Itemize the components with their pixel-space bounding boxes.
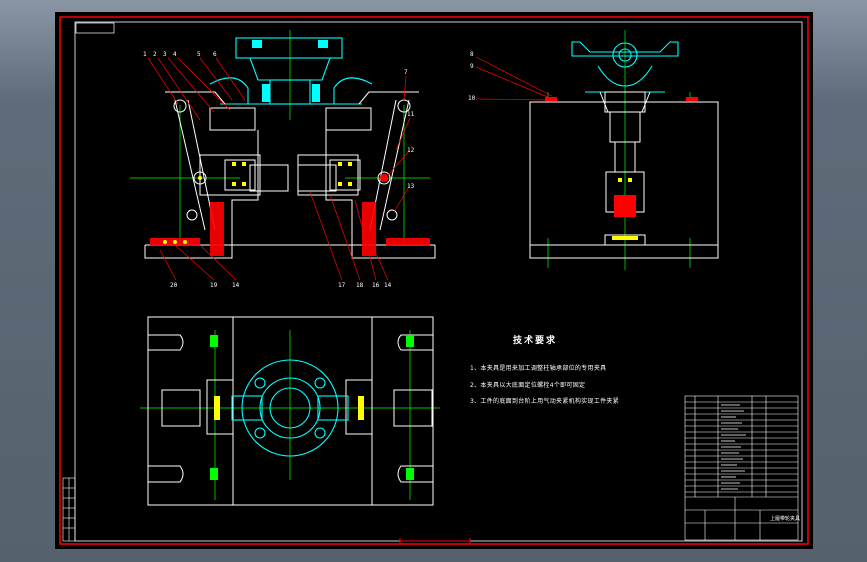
top-view <box>140 316 440 506</box>
svg-text:6: 6 <box>213 51 217 58</box>
svg-text:7: 7 <box>404 69 408 76</box>
bottom-scale-mark <box>399 538 471 544</box>
svg-text:5: 5 <box>197 51 201 58</box>
svg-text:12: 12 <box>407 147 415 154</box>
title-block-name: 上履带轮夹具 <box>770 515 800 522</box>
svg-text:10: 10 <box>468 95 476 102</box>
svg-text:1: 1 <box>143 51 147 58</box>
title-block-text-lines <box>721 404 746 490</box>
svg-text:4: 4 <box>173 51 177 58</box>
svg-text:3: 3 <box>163 51 167 58</box>
svg-text:16: 16 <box>372 282 380 289</box>
tech-note-1: 1、本夹具是用来加工调整柱轴承部位的专用夹具 <box>470 365 607 372</box>
side-view: 8 9 10 <box>468 30 719 270</box>
svg-text:14: 14 <box>384 282 392 289</box>
svg-text:8: 8 <box>470 51 474 58</box>
tech-note-2: 2、本夹具以大底面定位螺栓4个即可固定 <box>470 382 586 389</box>
outer-frame <box>59 16 809 545</box>
svg-text:19: 19 <box>210 282 218 289</box>
left-binding-strip <box>62 477 76 542</box>
svg-text:13: 13 <box>407 183 415 190</box>
svg-text:20: 20 <box>170 282 178 289</box>
svg-text:18: 18 <box>356 282 364 289</box>
svg-text:14: 14 <box>232 282 240 289</box>
svg-text:2: 2 <box>153 51 157 58</box>
drawing-sheet <box>55 12 813 549</box>
svg-text:17: 17 <box>338 282 346 289</box>
svg-text:11: 11 <box>407 111 415 118</box>
tech-note-3: 3、工件的底面到台阶上用气动夹紧机构实现工件夹紧 <box>470 398 620 405</box>
svg-text:9: 9 <box>470 63 474 70</box>
drawing-number-box <box>75 22 115 34</box>
tech-requirements-title: 技术要求 <box>513 336 558 346</box>
title-block <box>684 395 799 541</box>
